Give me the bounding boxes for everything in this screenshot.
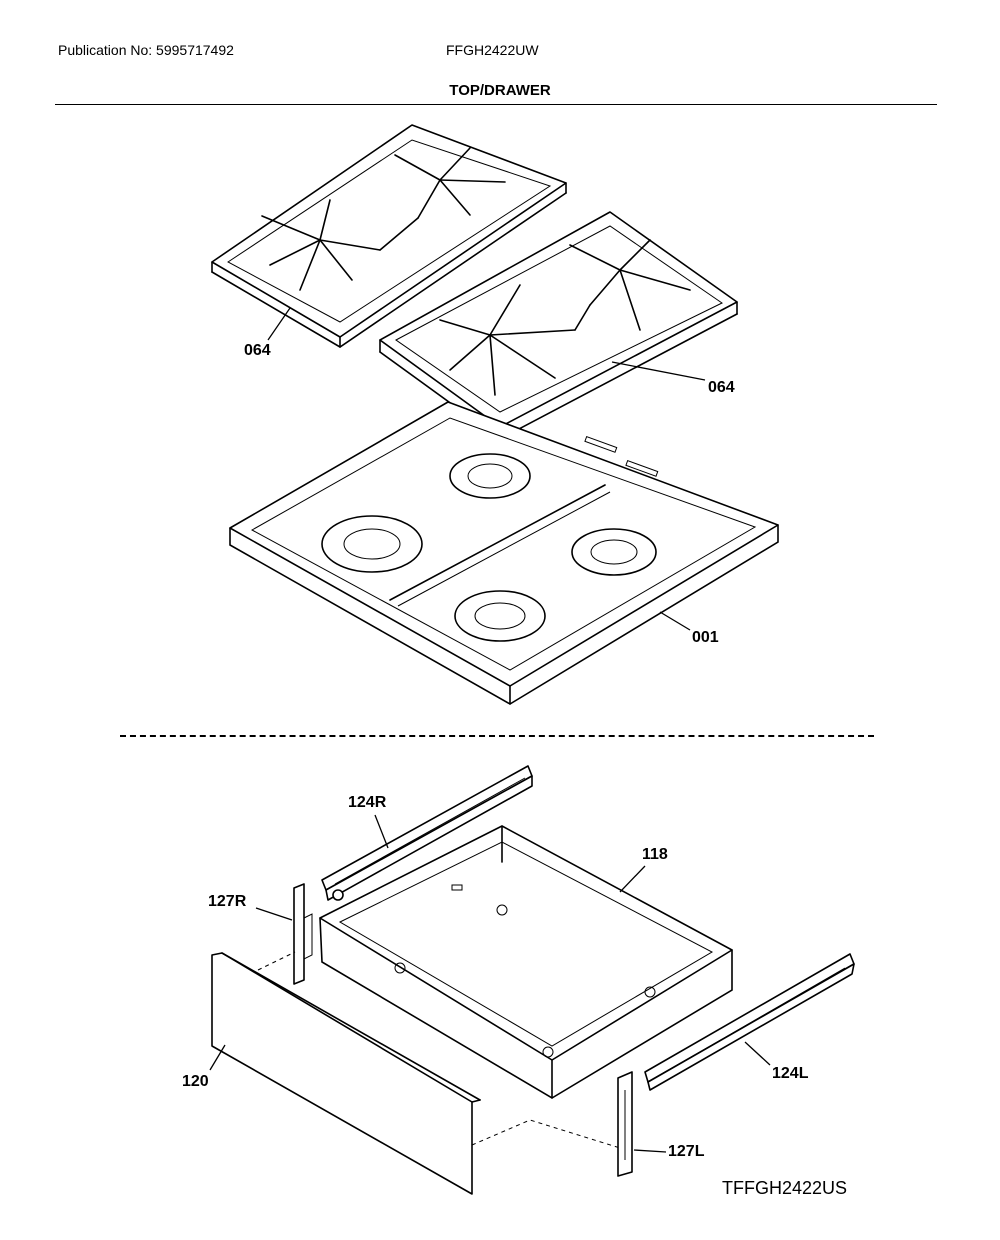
callout-drawer-body: 118: [642, 846, 668, 863]
cooktop: [229, 401, 779, 705]
callout-rail-left: 124L: [772, 1065, 809, 1082]
callout-grate-left: 064: [244, 342, 271, 359]
bracket-right: [293, 883, 313, 985]
header-divider: [55, 104, 937, 105]
grate-left: [211, 124, 567, 348]
rail-right-upper: [321, 765, 533, 901]
rail-left-lower: [644, 953, 855, 1091]
model-number: FFGH2422UW: [446, 42, 539, 58]
callout-bracket-left: 127L: [668, 1143, 705, 1160]
callout-grate-right: 064: [708, 379, 735, 396]
section-divider: [120, 735, 874, 737]
callout-drawer-front: 120: [182, 1073, 209, 1090]
drawer-body: [319, 825, 733, 1099]
callout-cooktop: 001: [692, 629, 719, 646]
bracket-left: [617, 1071, 633, 1177]
drawer-front: [211, 952, 481, 1195]
diagram-id: TFFGH2422US: [722, 1178, 848, 1198]
callout-rail-right: 124R: [348, 794, 387, 811]
page-title: TOP/DRAWER: [449, 82, 551, 99]
publication-number: Publication No: 5995717492: [58, 42, 234, 58]
callout-bracket-right: 127R: [208, 893, 247, 910]
grate-right: [379, 211, 738, 440]
leader-lines: [209, 307, 771, 1153]
